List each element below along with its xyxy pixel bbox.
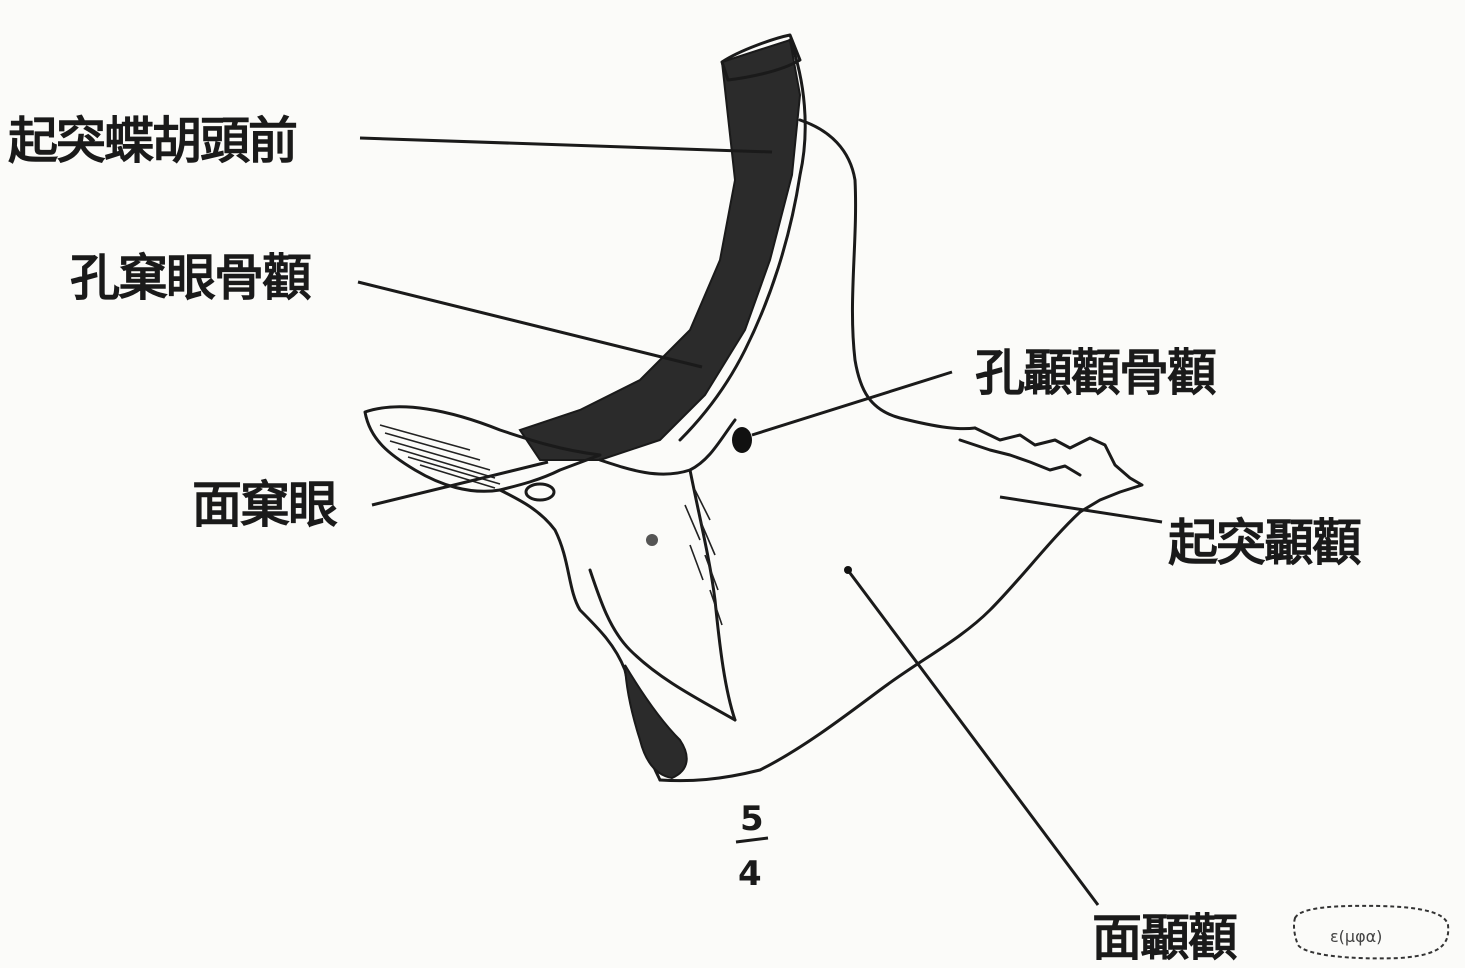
bone-illustration (365, 35, 1142, 781)
label-temporal-process: 起突顳顴 (1168, 513, 1361, 572)
leader-zygomaticotemporal (752, 372, 952, 435)
stamp-text: ε(μφα) (1330, 927, 1382, 946)
label-orbital-surface: 面窠眼 (192, 475, 338, 534)
scale-fraction: 5 4 (736, 799, 768, 894)
inferior-dark-patch (625, 665, 687, 778)
inferior-outline (500, 490, 660, 780)
corner-stamp: ε(μφα) (1294, 906, 1448, 959)
surface-mark (646, 534, 658, 546)
leader-orbital-foramen (358, 282, 702, 367)
temporal-process-edge (975, 428, 1142, 512)
label-temporal-surface: 面顳顴 (1092, 908, 1237, 967)
label-anterior-clinoid: 起突蝶胡頭前 (8, 111, 297, 170)
fraction-denominator: 4 (738, 854, 762, 894)
zygomaticotemporal-foramen (732, 427, 752, 453)
leader-temporal-process (1000, 497, 1162, 522)
label-orbital-foramen: 孔窠眼骨顴 (70, 248, 311, 307)
orbital-rim-dark-band (520, 40, 800, 460)
bone-body-outline (800, 120, 975, 429)
leader-anterior-clinoid (360, 138, 772, 152)
fraction-numerator: 5 (740, 799, 764, 839)
lower-border (660, 512, 1080, 781)
label-zygomaticotemporal-foramen: 孔顳顴骨顴 (975, 343, 1216, 402)
orbital-foramen-mark (526, 484, 554, 500)
